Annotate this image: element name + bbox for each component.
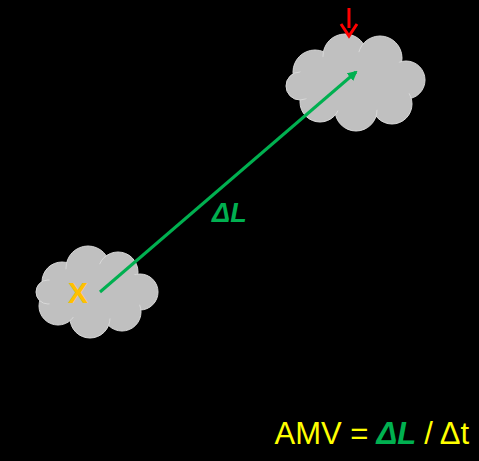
formula-term: ΔL	[376, 418, 416, 449]
formula: AMV =ΔL / Δt	[275, 418, 470, 449]
cloud	[286, 34, 425, 131]
formula-term: AMV =	[275, 418, 369, 449]
formula-term: / Δt	[424, 418, 469, 449]
displacement-arrow	[100, 72, 356, 292]
pointer-arrow	[341, 8, 357, 36]
position-mark: X	[68, 278, 88, 308]
displacement-label: ΔL	[212, 200, 247, 227]
